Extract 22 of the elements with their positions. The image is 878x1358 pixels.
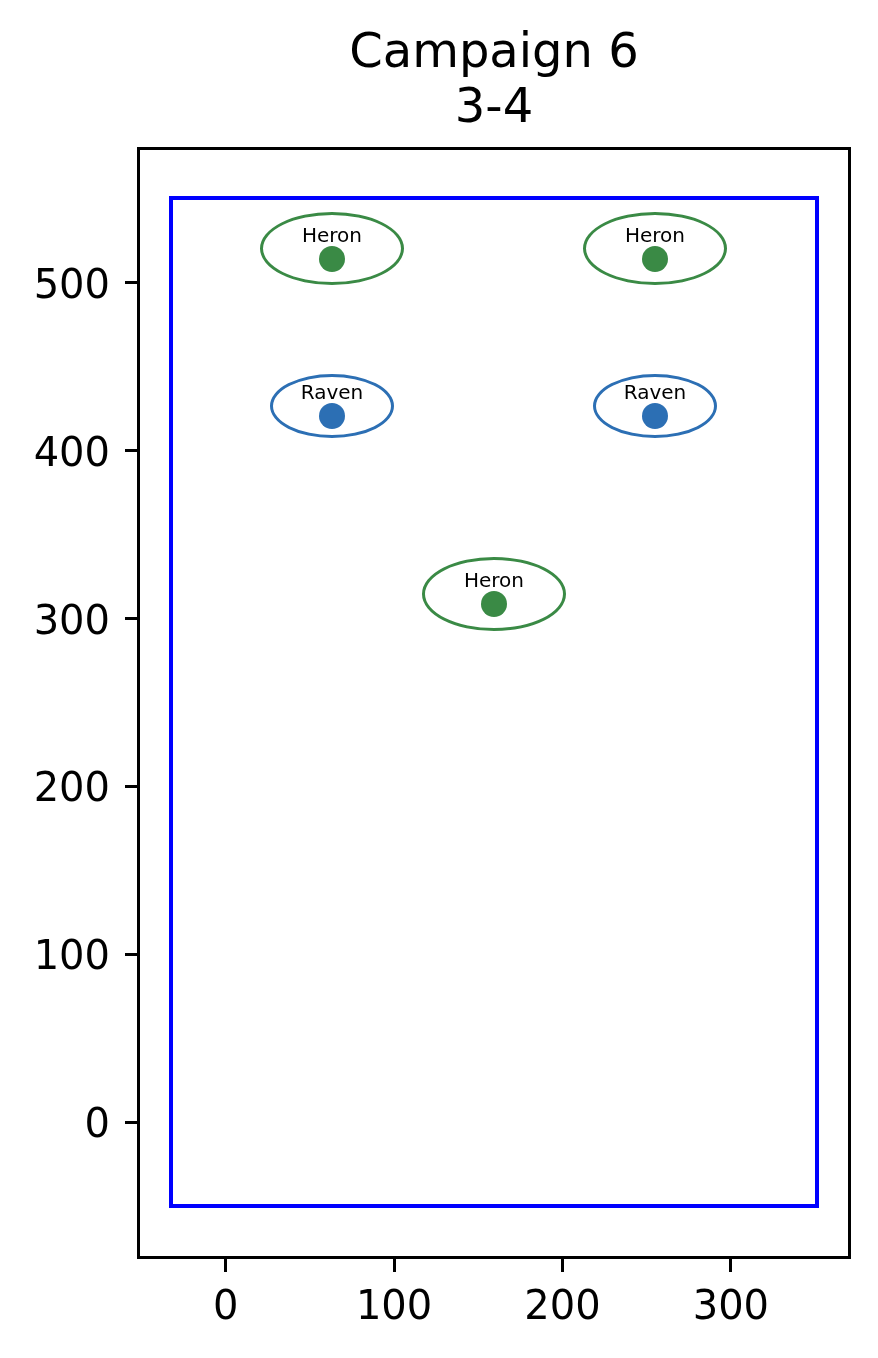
tick-label: 300	[692, 1285, 770, 1325]
tick-label: 300	[33, 599, 110, 640]
tick-label: 500	[33, 263, 110, 304]
tick-label: 200	[524, 1285, 601, 1325]
ellipse-marker	[270, 374, 394, 438]
node-label: Heron	[464, 570, 524, 590]
node-label: Raven	[623, 382, 687, 402]
node-label: Heron	[302, 224, 362, 245]
tick-label: 0	[84, 1103, 110, 1144]
tick-label: 400	[33, 431, 110, 472]
tick-label: 200	[33, 767, 110, 808]
tick-label: 100	[355, 1285, 433, 1325]
ellipse-marker	[593, 374, 717, 438]
tick-label: 100	[33, 935, 110, 976]
node-label: Heron	[625, 224, 685, 245]
node-label: Raven	[300, 382, 364, 402]
ellipse-marker	[422, 557, 566, 631]
chart-title: Campaign 6 3-4	[348, 23, 640, 133]
boundary-rectangle	[169, 196, 819, 1208]
ellipse-marker	[583, 212, 727, 285]
ellipse-marker	[260, 212, 404, 285]
tick-label: 0	[212, 1285, 239, 1325]
